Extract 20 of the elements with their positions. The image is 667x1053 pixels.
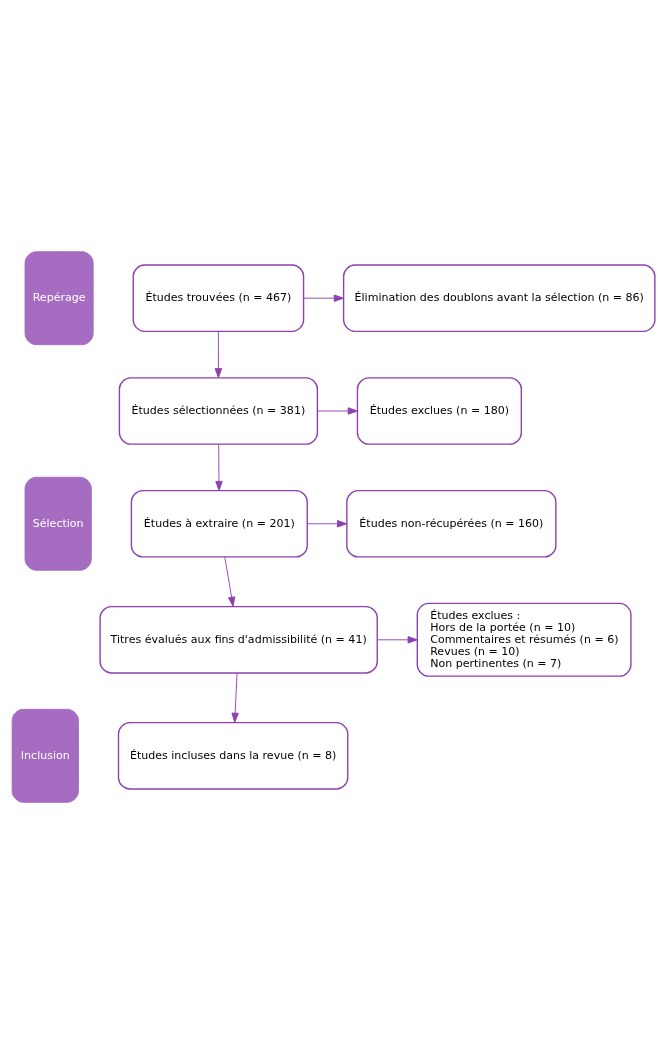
node-box: Repérage bbox=[24, 250, 94, 345]
node-box: Études exclues (n = 180) bbox=[356, 376, 523, 445]
node-box: Études sélectionnées (n = 381) bbox=[118, 376, 319, 445]
arrow bbox=[317, 406, 358, 415]
arrow bbox=[307, 519, 348, 527]
arrow bbox=[215, 443, 223, 491]
node-box: Études incluses dans la revue (n = 8) bbox=[117, 721, 349, 790]
arrow bbox=[377, 635, 418, 643]
node-box: Études non-récupérées (n = 160) bbox=[346, 489, 557, 558]
node-box: Études trouvées (n = 467) bbox=[132, 263, 305, 332]
node-box: Études exclues : Hors de la portée (n = 10) Commentaires et résumés (n = 6) Revues (n = 10) Non pertinentes (n = 7) bbox=[416, 602, 632, 677]
node-box: Sélection bbox=[24, 476, 92, 571]
arrow bbox=[214, 330, 223, 378]
node-box: Inclusion bbox=[11, 708, 79, 803]
arrow bbox=[231, 672, 239, 723]
arrow bbox=[303, 294, 344, 302]
node-box: Élimination des doublons avant la sélection (n = 86) bbox=[342, 263, 656, 332]
node-box: Titres évalués aux fins d'admissibilité (n = 41) bbox=[99, 605, 378, 674]
arrow bbox=[224, 556, 236, 607]
node-box: Études à extraire (n = 201) bbox=[130, 489, 308, 558]
